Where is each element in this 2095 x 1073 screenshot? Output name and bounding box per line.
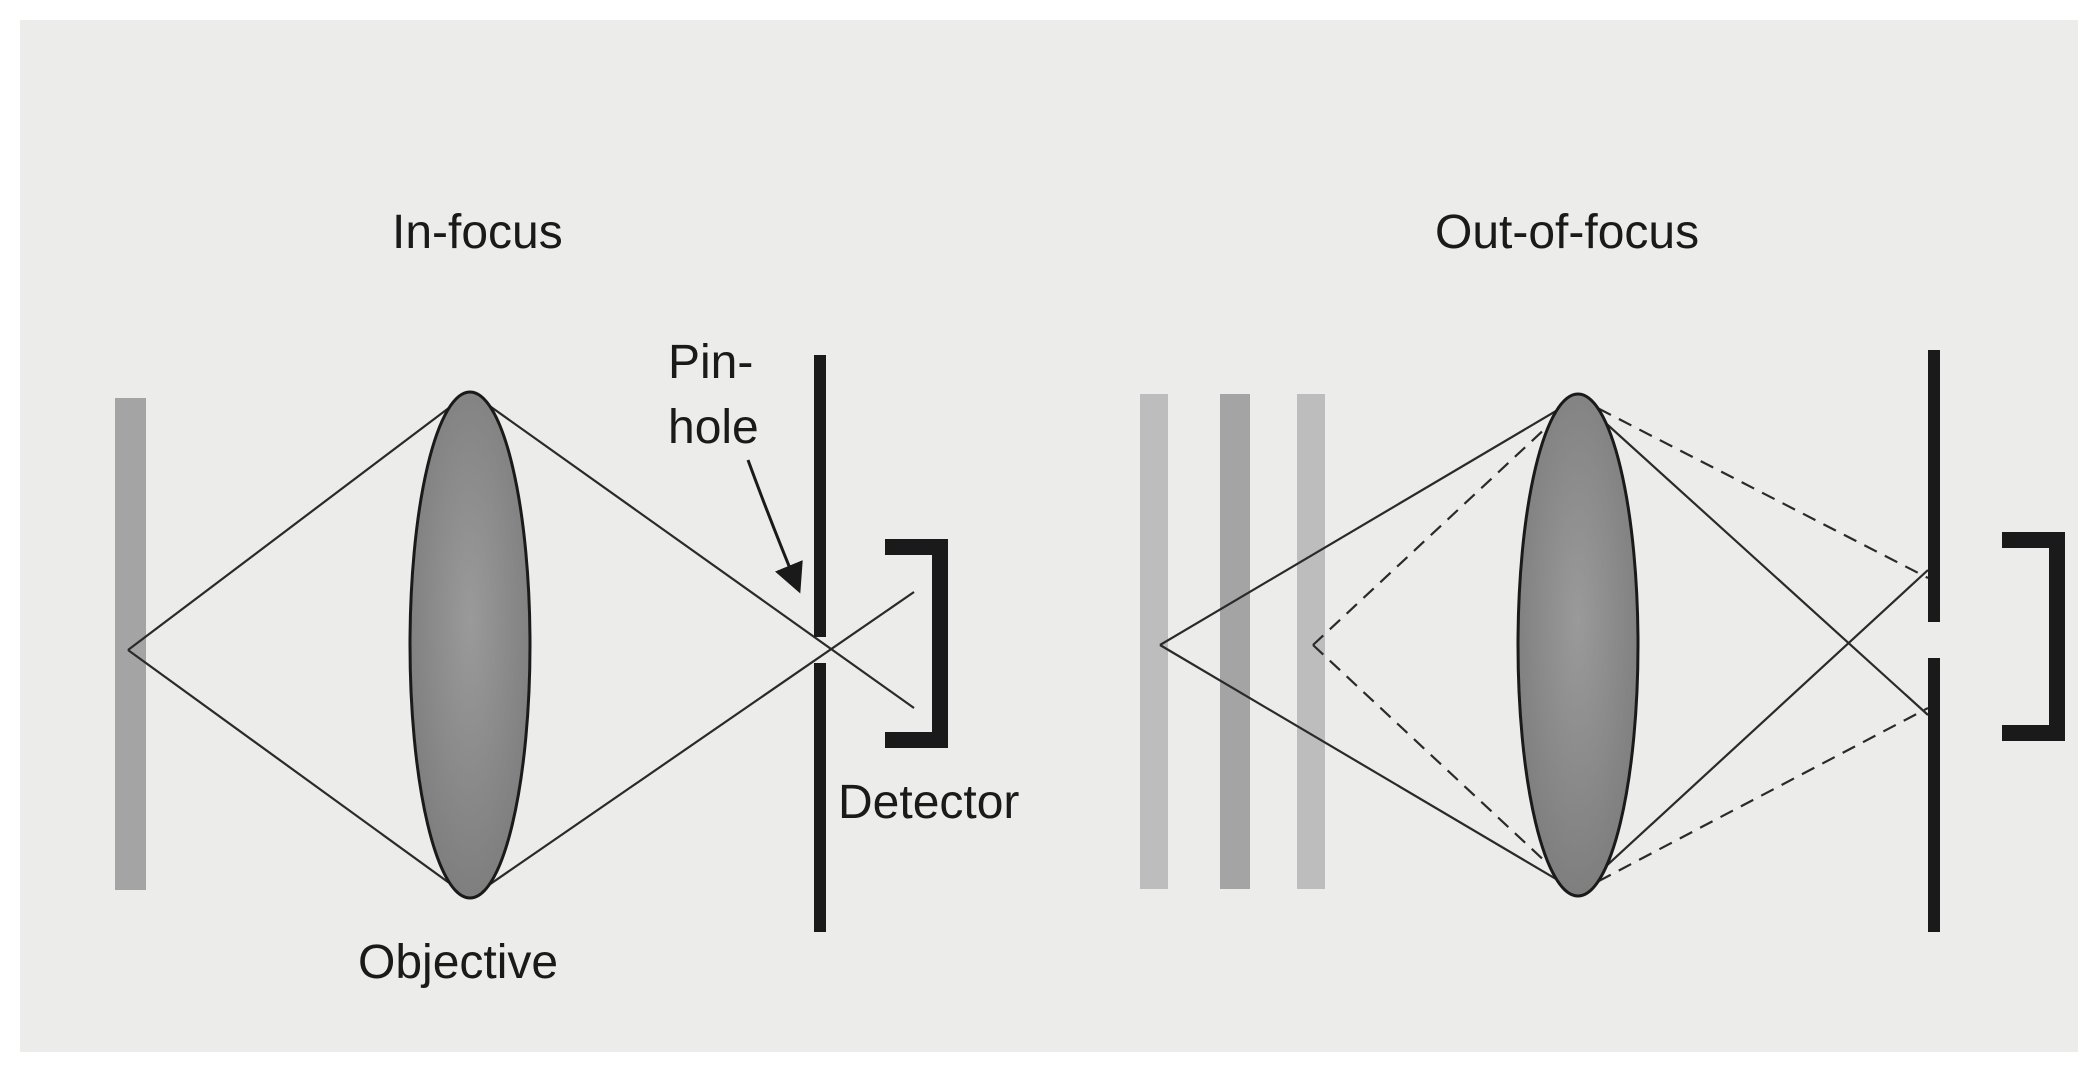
pinhole-label-line2: hole bbox=[668, 401, 759, 454]
objective-label: Objective bbox=[358, 936, 558, 989]
out-of-focus-panel: Out-of-focus bbox=[1140, 206, 2065, 932]
in-focus-panel: In-focus Pin- hole Detector Objective bbox=[115, 206, 1019, 989]
objective-lens-2 bbox=[1516, 392, 1640, 898]
detector bbox=[885, 539, 948, 748]
pinhole-arrow bbox=[746, 459, 803, 594]
out-of-focus-title: Out-of-focus bbox=[1435, 206, 1699, 259]
specimen-plane bbox=[115, 398, 146, 890]
pinhole-label-line1: Pin- bbox=[668, 336, 753, 389]
specimen-plane-back bbox=[1297, 394, 1325, 889]
in-focus-title: In-focus bbox=[392, 206, 563, 259]
detector-label: Detector bbox=[838, 776, 1019, 829]
out-of-focus-rays-dashed bbox=[1312, 397, 1929, 893]
background-panel bbox=[20, 20, 2078, 1052]
specimen-plane-front bbox=[1140, 394, 1168, 889]
detector-2 bbox=[2002, 532, 2065, 741]
objective-lens bbox=[408, 390, 532, 900]
out-of-focus-rays-solid bbox=[1159, 397, 1929, 893]
in-focus-rays bbox=[127, 391, 915, 899]
specimen-plane-focal bbox=[1220, 394, 1250, 889]
